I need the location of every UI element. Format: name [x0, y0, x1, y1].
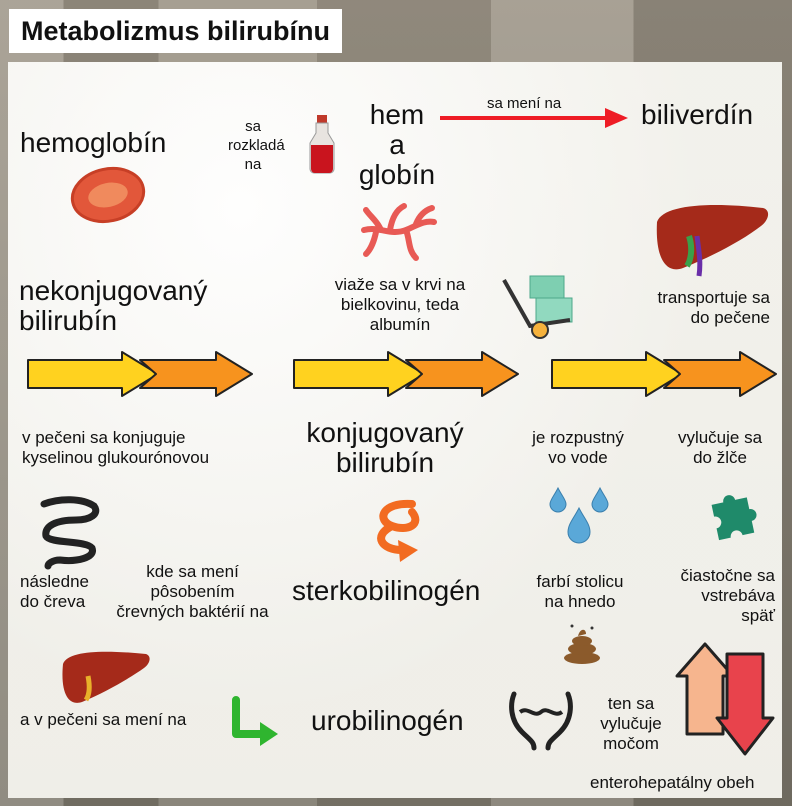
green-arrow-icon	[232, 696, 278, 746]
hand-truck-icon	[502, 275, 573, 339]
poop-icon	[564, 624, 600, 664]
sterkobilinogen-label: sterkobilinogén	[292, 575, 481, 606]
urobilinogen-label: urobilinogén	[311, 705, 464, 736]
red-arrow-icon	[440, 108, 628, 128]
page-title: Metabolizmus bilirubínu	[9, 9, 342, 53]
water-drops-icon	[549, 486, 609, 544]
biliverdin-label: biliverdín	[641, 99, 754, 130]
a-v-peceni-label: a v pečeni sa mení na	[20, 710, 187, 729]
flow-arrow-pair-1	[27, 351, 253, 397]
liver-icon-small	[62, 651, 150, 703]
liver-icon	[656, 204, 769, 277]
intestine-icon	[40, 496, 100, 570]
flow-arrow-pair-2	[293, 351, 519, 397]
puzzle-piece-icon	[711, 495, 757, 541]
flow-arrow-pair-3	[551, 351, 777, 397]
bladder-icon	[509, 691, 573, 751]
swirl-arrow-icon	[377, 499, 420, 562]
enterohepatalny-label: enterohepatálny obeh	[590, 773, 755, 792]
red-blood-cell-icon	[70, 166, 146, 224]
protein-strand-icon	[361, 203, 437, 261]
blood-vial-icon	[309, 115, 335, 174]
hemoglobin-label: hemoglobín	[20, 127, 167, 158]
sa-meni-na-label: sa mení na	[487, 95, 562, 112]
cycle-arrows-icon	[675, 642, 775, 756]
